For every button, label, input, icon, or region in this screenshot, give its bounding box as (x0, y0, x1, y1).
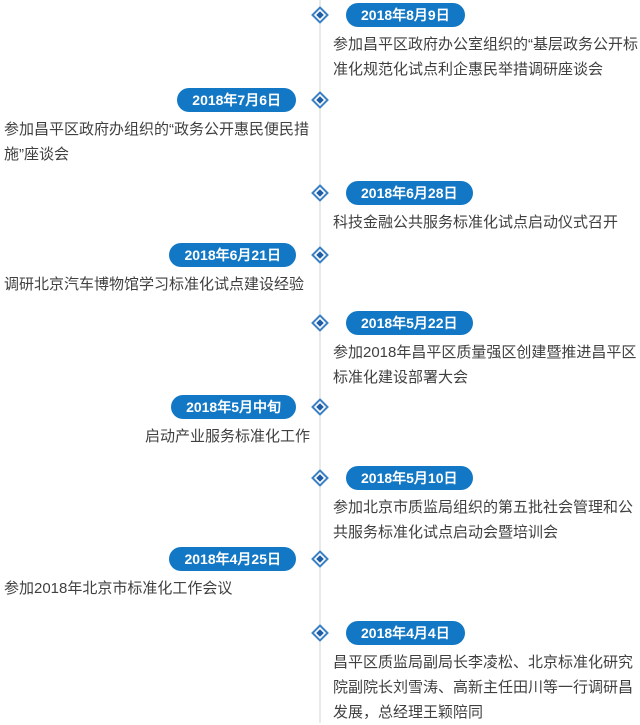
timeline-entry: 2018年4月25日参加2018年北京市标准化工作会议 (0, 547, 640, 601)
date-badge: 2018年4月25日 (169, 547, 296, 571)
entry-content: 2018年5月10日参加北京市质监局组织的第五批社会管理和公共服务标准化试点启动… (333, 466, 639, 545)
date-badge: 2018年6月21日 (169, 243, 296, 267)
date-badge-row: 2018年4月4日 (333, 621, 639, 646)
date-badge-row: 2018年4月25日 (4, 547, 316, 572)
entry-content: 2018年5月22日参加2018年昌平区质量强区创建暨推进昌平区标准化建设部署大… (333, 311, 639, 390)
date-badge: 2018年5月中旬 (171, 395, 296, 419)
diamond-marker-icon (311, 314, 329, 332)
event-text: 调研北京汽车博物馆学习标准化试点建设经验 (4, 276, 305, 293)
timeline-entry: 2018年7月6日参加昌平区政府办组织的“政务公开惠民便民措施”座谈会 (0, 88, 640, 167)
entry-content: 2018年8月9日参加昌平区政府办公室组织的“基层政务公开标准化规范化试点利企惠… (333, 3, 639, 82)
date-badge-row: 2018年5月中旬 (4, 395, 316, 420)
timeline-entry: 2018年5月10日参加北京市质监局组织的第五批社会管理和公共服务标准化试点启动… (0, 466, 640, 545)
event-text: 参加昌平区政府办公室组织的“基层政务公开标准化规范化试点利企惠民举措调研座谈会 (333, 36, 638, 78)
date-badge-row: 2018年5月22日 (333, 311, 639, 336)
event-text: 参加昌平区政府办组织的“政务公开惠民便民措施”座谈会 (4, 121, 309, 163)
entry-content: 2018年4月4日昌平区质监局副局长李凌松、北京标准化研究院副院长刘雪涛、高新主… (333, 621, 639, 725)
event-text: 启动产业服务标准化工作 (144, 428, 310, 445)
timeline-entry: 2018年5月22日参加2018年昌平区质量强区创建暨推进昌平区标准化建设部署大… (0, 311, 640, 390)
entry-content: 2018年7月6日参加昌平区政府办组织的“政务公开惠民便民措施”座谈会 (4, 88, 316, 167)
timeline-entry: 2018年8月9日参加昌平区政府办公室组织的“基层政务公开标准化规范化试点利企惠… (0, 3, 640, 82)
timeline-entry: 2018年6月21日调研北京汽车博物馆学习标准化试点建设经验 (0, 243, 640, 297)
diamond-marker-icon (311, 184, 329, 202)
date-badge-row: 2018年6月28日 (333, 181, 639, 206)
entry-content: 2018年6月21日调研北京汽车博物馆学习标准化试点建设经验 (4, 243, 316, 297)
event-text: 参加2018年昌平区质量强区创建暨推进昌平区标准化建设部署大会 (333, 344, 637, 386)
date-badge: 2018年8月9日 (346, 3, 465, 27)
entry-content: 2018年5月中旬启动产业服务标准化工作 (4, 395, 316, 449)
timeline-entry: 2018年6月28日科技金融公共服务标准化试点启动仪式召开 (0, 181, 640, 235)
date-badge: 2018年5月22日 (346, 311, 473, 335)
event-text: 参加2018年北京市标准化工作会议 (4, 580, 233, 597)
date-badge: 2018年4月4日 (346, 621, 465, 645)
event-text: 昌平区质监局副局长李凌松、北京标准化研究院副院长刘雪涛、高新主任田川等一行调研昌… (333, 654, 634, 721)
date-badge-row: 2018年7月6日 (4, 88, 316, 113)
diamond-marker-icon (311, 398, 329, 416)
entry-content: 2018年6月28日科技金融公共服务标准化试点启动仪式召开 (333, 181, 639, 235)
diamond-marker-icon (311, 550, 329, 568)
event-text: 科技金融公共服务标准化试点启动仪式召开 (333, 214, 619, 231)
date-badge: 2018年7月6日 (177, 88, 296, 112)
date-badge-row: 2018年8月9日 (333, 3, 639, 28)
date-badge-row: 2018年5月10日 (333, 466, 639, 491)
date-badge: 2018年5月10日 (346, 466, 473, 490)
timeline-entry: 2018年4月4日昌平区质监局副局长李凌松、北京标准化研究院副院长刘雪涛、高新主… (0, 621, 640, 725)
diamond-marker-icon (311, 91, 329, 109)
diamond-marker-icon (311, 624, 329, 642)
timeline-entry: 2018年5月中旬启动产业服务标准化工作 (0, 395, 640, 449)
timeline-axis-line (319, 0, 321, 723)
diamond-marker-icon (311, 469, 329, 487)
diamond-marker-icon (311, 246, 329, 264)
diamond-marker-icon (311, 6, 329, 24)
event-text: 参加北京市质监局组织的第五批社会管理和公共服务标准化试点启动会暨培训会 (333, 499, 634, 541)
entry-content: 2018年4月25日参加2018年北京市标准化工作会议 (4, 547, 316, 601)
date-badge-row: 2018年6月21日 (4, 243, 316, 268)
date-badge: 2018年6月28日 (346, 181, 473, 205)
